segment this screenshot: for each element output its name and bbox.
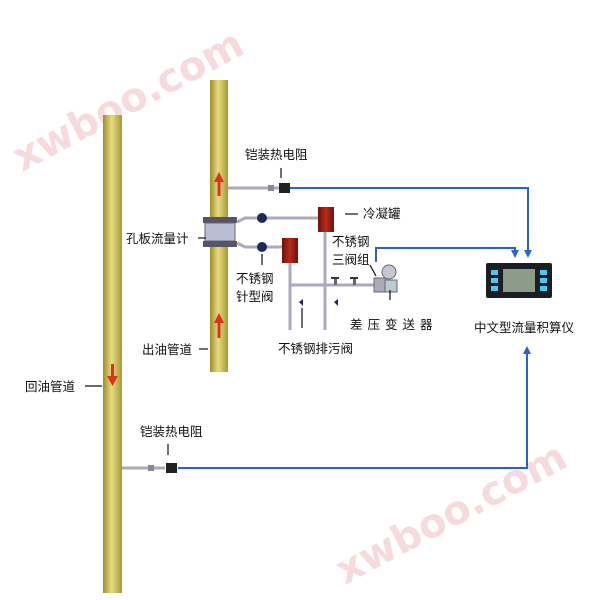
flow-totalizer-device xyxy=(486,263,552,298)
watermark-bottom: xwboo.com xyxy=(328,434,574,594)
dp-transmitter-icon xyxy=(373,264,398,293)
signal-arrow-icons xyxy=(511,250,532,354)
label-needle-valve-2: 针型阀 xyxy=(236,289,274,304)
orifice-flow-meter xyxy=(203,217,237,247)
flow-arrow-down-icon xyxy=(107,364,118,386)
label-outlet-pipe: 出油管道 xyxy=(142,342,193,357)
label-orifice-meter: 孔板流量计 xyxy=(126,231,189,246)
label-return-pipe: 回油管道 xyxy=(25,379,76,394)
condenser-icon xyxy=(282,238,298,263)
label-rtd-top: 铠装热电阻 xyxy=(245,147,308,162)
label-dp-transmitter: 差压变送器 xyxy=(350,317,438,332)
drain-valve-icon xyxy=(299,299,338,306)
label-three-valve-1: 不锈钢 xyxy=(332,234,370,249)
flow-arrow-up-icon xyxy=(214,313,224,338)
label-three-valve-2: 三阀组 xyxy=(332,252,370,267)
rtd-sensor-bottom-icon xyxy=(122,463,177,473)
leader-lines xyxy=(85,168,391,455)
label-flow-totalizer: 中文型流量积算仪 xyxy=(474,320,575,335)
label-rtd-bottom: 铠装热电阻 xyxy=(140,424,203,439)
needle-valve-icon xyxy=(257,242,267,252)
return-pipe xyxy=(103,115,122,593)
flow-arrow-up-icon xyxy=(214,172,224,196)
three-valve-manifold-icon xyxy=(331,277,358,285)
rtd-sensor-top-icon xyxy=(268,183,290,193)
label-drain-valve: 不锈钢排污阀 xyxy=(278,341,353,356)
condenser-icon xyxy=(318,207,334,232)
label-condenser: 冷凝罐 xyxy=(363,206,401,221)
needle-valve-icon xyxy=(257,213,267,223)
label-needle-valve-1: 不锈钢 xyxy=(236,271,274,286)
